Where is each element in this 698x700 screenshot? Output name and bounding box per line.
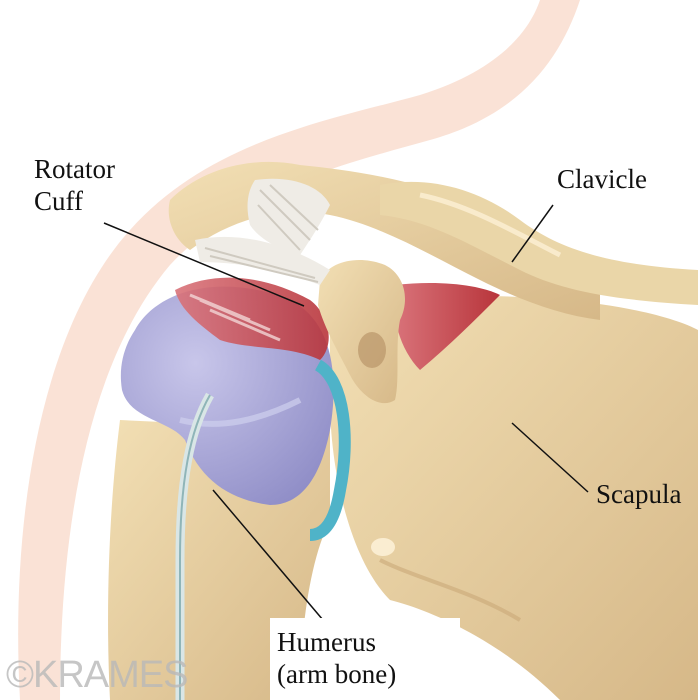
scapula-label-text: Scapula xyxy=(596,478,681,510)
rotator-cuff-label: Rotator Cuff xyxy=(34,153,115,217)
humerus-label-line1: Humerus xyxy=(277,626,396,658)
humerus-label: Humerus (arm bone) xyxy=(277,626,396,690)
rotator-cuff-label-line2: Cuff xyxy=(34,185,115,217)
humerus-label-line2: (arm bone) xyxy=(277,658,396,690)
rotator-cuff-label-line1: Rotator xyxy=(34,153,115,185)
krames-watermark: ©KRAMES xyxy=(6,654,187,697)
clavicle-label: Clavicle xyxy=(557,163,647,195)
clavicle-label-text: Clavicle xyxy=(557,163,647,195)
scapula-label: Scapula xyxy=(596,478,681,510)
